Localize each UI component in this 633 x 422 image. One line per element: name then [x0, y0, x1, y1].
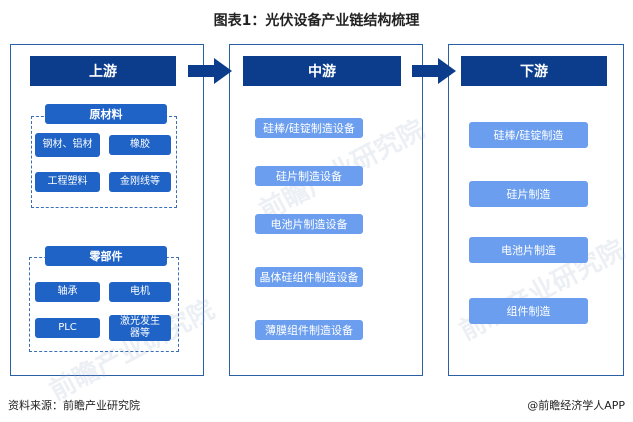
raw-materials-group	[31, 116, 177, 208]
downstream-item: 硅片制造	[469, 181, 588, 207]
downstream-panel	[448, 44, 624, 376]
raw-material-item: 工程塑料	[35, 172, 100, 192]
midstream-item: 电池片制造设备	[255, 214, 363, 234]
midstream-item: 晶体硅组件制造设备	[255, 267, 363, 287]
midstream-item: 薄膜组件制造设备	[255, 320, 363, 340]
arrow-right-icon	[412, 58, 456, 84]
page-title: 图表1：光伏设备产业链结构梳理	[213, 13, 420, 29]
part-item: PLC	[35, 318, 100, 338]
raw-material-item: 钢材、铝材	[35, 133, 100, 157]
raw-materials-title: 原材料	[45, 104, 167, 124]
parts-title: 零部件	[45, 246, 167, 266]
midstream-header: 中游	[243, 56, 401, 86]
downstream-item: 硅棒/硅锭制造	[469, 122, 588, 148]
upstream-header: 上游	[30, 56, 176, 86]
downstream-header: 下游	[461, 56, 607, 86]
raw-material-item: 橡胶	[109, 135, 171, 155]
downstream-item: 组件制造	[469, 298, 588, 324]
source-note: 资料来源：前瞻产业研究院	[8, 399, 140, 412]
arrow-right-icon	[188, 58, 232, 84]
part-item: 轴承	[35, 282, 100, 302]
raw-material-item: 金刚线等	[109, 172, 171, 192]
brand-note: @前瞻经济学人APP	[527, 399, 625, 412]
downstream-item: 电池片制造	[469, 237, 588, 263]
part-item: 激光发生器等	[109, 315, 171, 341]
midstream-item: 硅棒/硅锭制造设备	[255, 118, 363, 138]
midstream-item: 硅片制造设备	[255, 166, 363, 186]
part-item: 电机	[109, 282, 171, 302]
